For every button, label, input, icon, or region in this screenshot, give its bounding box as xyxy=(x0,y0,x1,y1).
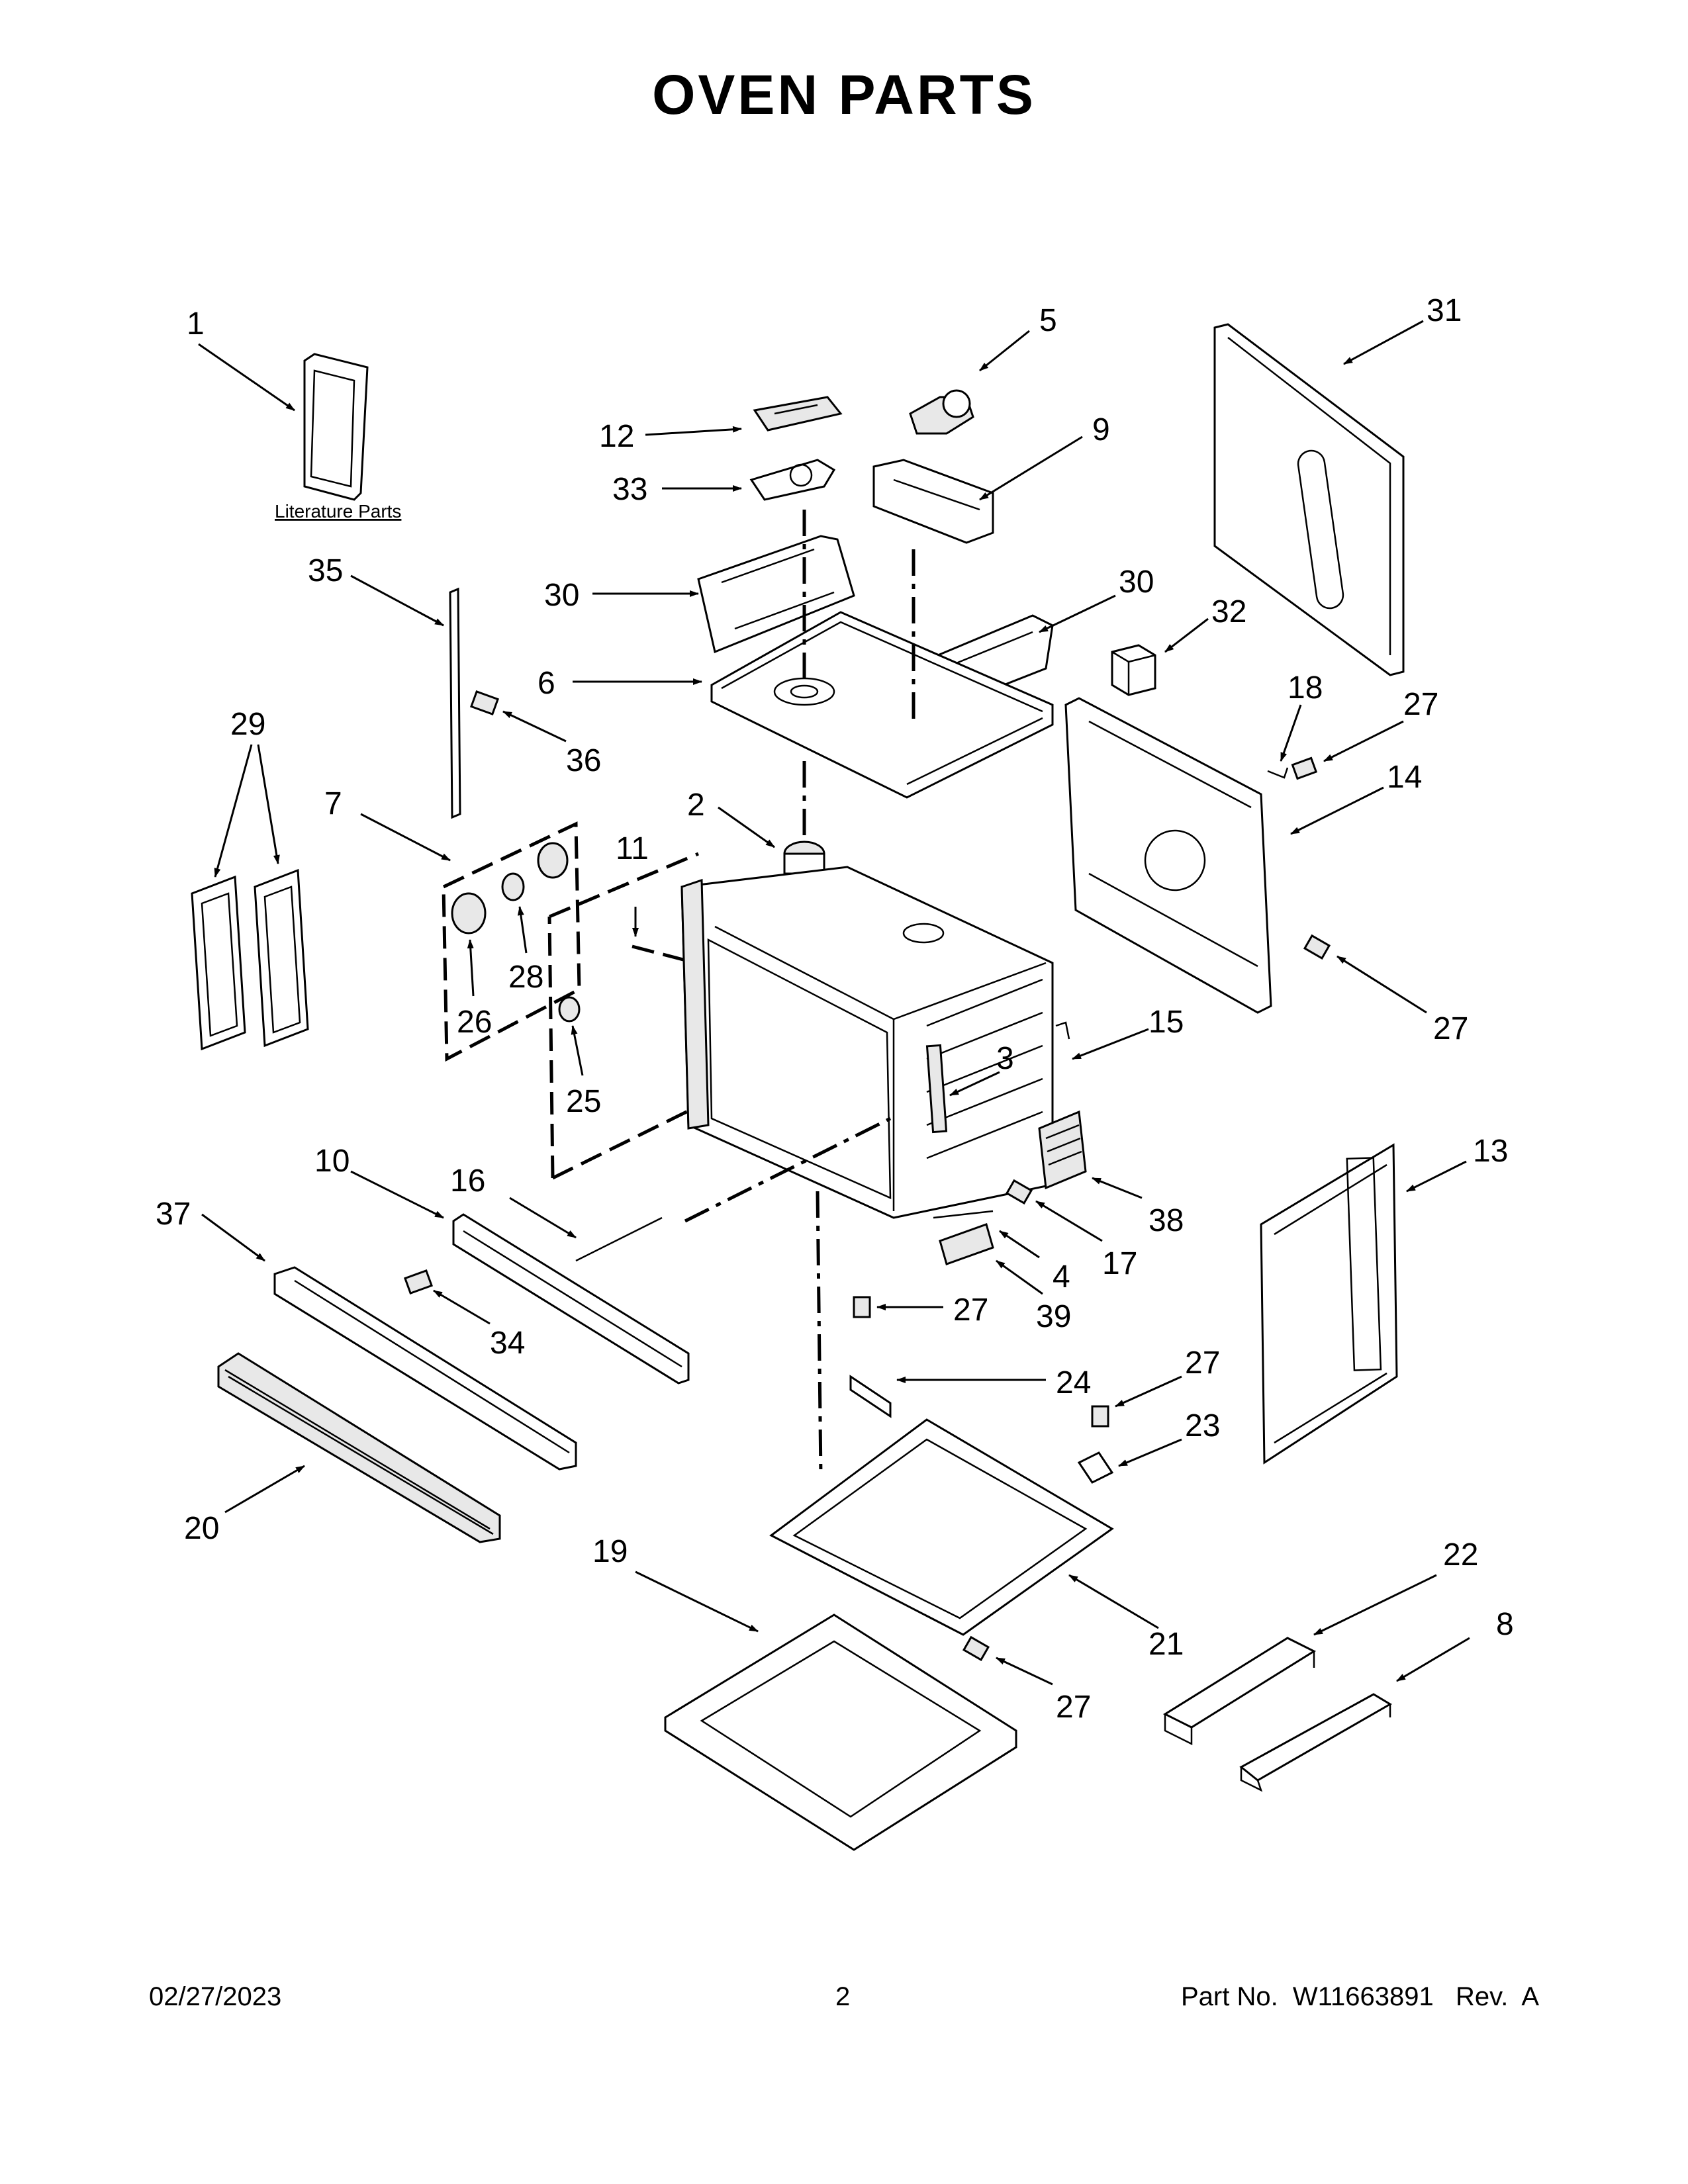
footer-part-number: Part No. W11663891 Rev. A xyxy=(1180,1982,1539,2011)
callout-18: 18 xyxy=(1288,670,1323,705)
screw-36-part: 36 xyxy=(469,690,601,778)
rear-panel-part: 31 xyxy=(1213,293,1462,676)
callout-1: 1 xyxy=(187,306,205,341)
callout-27a: 27 xyxy=(1403,687,1438,722)
callout-7: 7 xyxy=(324,786,342,821)
vent-bar-part: 20 xyxy=(184,1352,501,1546)
clip-23-part: 23 xyxy=(1077,1408,1220,1484)
knob-part: 25 xyxy=(558,996,601,1119)
callout-27b: 27 xyxy=(1433,1011,1468,1046)
callout-34: 34 xyxy=(490,1326,525,1361)
motor-part: 5 xyxy=(909,303,1057,435)
callout-38: 38 xyxy=(1149,1203,1184,1238)
callout-28: 28 xyxy=(508,960,543,995)
lower-trim-part: 37 xyxy=(156,1197,577,1471)
footer-page-number: 2 xyxy=(835,1982,851,2011)
vertical-strip-part: 35 xyxy=(308,553,461,819)
right-bracket-part: 15 xyxy=(1055,1005,1184,1060)
oven-light-part: 3 xyxy=(925,1041,1014,1134)
rod-part: 16 xyxy=(450,1163,663,1262)
screw-27-clip-part: 27 xyxy=(1091,1345,1220,1428)
callout-36: 36 xyxy=(566,743,601,778)
callout-37: 37 xyxy=(156,1197,191,1232)
callout-9: 9 xyxy=(1092,412,1110,447)
callout-10: 10 xyxy=(314,1144,350,1179)
callout-35: 35 xyxy=(308,553,343,588)
callout-2: 2 xyxy=(687,788,705,823)
heat-shield-left-part: 30 xyxy=(544,535,855,654)
screw-27-bottom-part: 27 xyxy=(962,1635,1091,1725)
oven-floor-part: 21 xyxy=(769,1418,1184,1662)
bottom-panel-part: 19 xyxy=(592,1534,1017,1851)
callout-21: 21 xyxy=(1149,1627,1184,1662)
callout-27e: 27 xyxy=(1056,1690,1091,1725)
top-panel-part: 6 xyxy=(538,611,1054,799)
screw-27-right-part: 27 xyxy=(1303,934,1468,1046)
callout-8: 8 xyxy=(1496,1607,1514,1642)
callout-16: 16 xyxy=(450,1163,485,1199)
callout-22: 22 xyxy=(1443,1537,1478,1572)
bracket-box-part: 32 xyxy=(1111,594,1246,696)
upper-duct-part: 9 xyxy=(872,412,1110,544)
callout-24: 24 xyxy=(1056,1365,1091,1400)
callout-23: 23 xyxy=(1185,1408,1220,1443)
fan-motor-part: 2 xyxy=(687,788,825,875)
gasket-part: 11 xyxy=(547,831,888,1180)
callout-15: 15 xyxy=(1149,1005,1184,1040)
side-panels-part: 29 xyxy=(191,707,309,1051)
callout-14: 14 xyxy=(1387,760,1422,795)
callout-5: 5 xyxy=(1039,303,1057,338)
front-trim-part: 10 xyxy=(314,1144,690,1385)
callout-20: 20 xyxy=(184,1511,219,1546)
callout-31: 31 xyxy=(1427,293,1462,328)
literature-booklet-part: Literature Parts 1 xyxy=(187,306,401,522)
callout-17: 17 xyxy=(1102,1246,1137,1281)
callout-25: 25 xyxy=(566,1084,601,1119)
callout-27d: 27 xyxy=(1185,1345,1220,1381)
screw-34-part: 34 xyxy=(403,1269,525,1361)
filter-grille-part: 38 xyxy=(1038,1110,1184,1238)
callout-13: 13 xyxy=(1473,1134,1508,1169)
footer-date: 02/27/2023 xyxy=(149,1982,282,2011)
screw-27-top-part: 27 xyxy=(1291,687,1438,780)
callout-12: 12 xyxy=(599,419,634,454)
sensor-part: 4 39 xyxy=(933,1210,1071,1334)
callout-30b: 30 xyxy=(1119,565,1154,600)
callout-30a: 30 xyxy=(544,578,579,613)
callout-3: 3 xyxy=(996,1041,1014,1076)
callout-11: 11 xyxy=(616,831,649,866)
switch-assembly-part: 7 26 28 xyxy=(324,786,581,1062)
literature-parts-label: Literature Parts xyxy=(275,501,401,522)
callout-32: 32 xyxy=(1211,594,1246,629)
callout-6: 6 xyxy=(538,666,555,701)
callout-39: 39 xyxy=(1036,1299,1071,1334)
callout-27c: 27 xyxy=(953,1293,988,1328)
page-title: OVEN PARTS xyxy=(652,64,1036,126)
slide-8-part: 8 xyxy=(1239,1607,1514,1792)
callout-26: 26 xyxy=(457,1005,492,1040)
callout-29: 29 xyxy=(230,707,265,742)
screw-27-middle-part: 27 xyxy=(853,1293,988,1328)
slide-22-part: 22 xyxy=(1162,1537,1478,1746)
bracket-24-part: 24 xyxy=(849,1365,1091,1418)
side-panel-right-part: 13 xyxy=(1260,1134,1508,1465)
callout-19: 19 xyxy=(592,1534,628,1569)
screw-17-part: 17 xyxy=(1005,1179,1137,1281)
back-panel-part: 14 xyxy=(1064,697,1422,1014)
vent-cover-part: 12 xyxy=(599,396,843,454)
vent-duct-part: 33 xyxy=(612,459,836,507)
callout-33: 33 xyxy=(612,472,647,507)
callout-4: 4 xyxy=(1053,1259,1070,1295)
assembly-lines xyxy=(684,510,915,1477)
clip-part: 18 xyxy=(1267,670,1323,779)
